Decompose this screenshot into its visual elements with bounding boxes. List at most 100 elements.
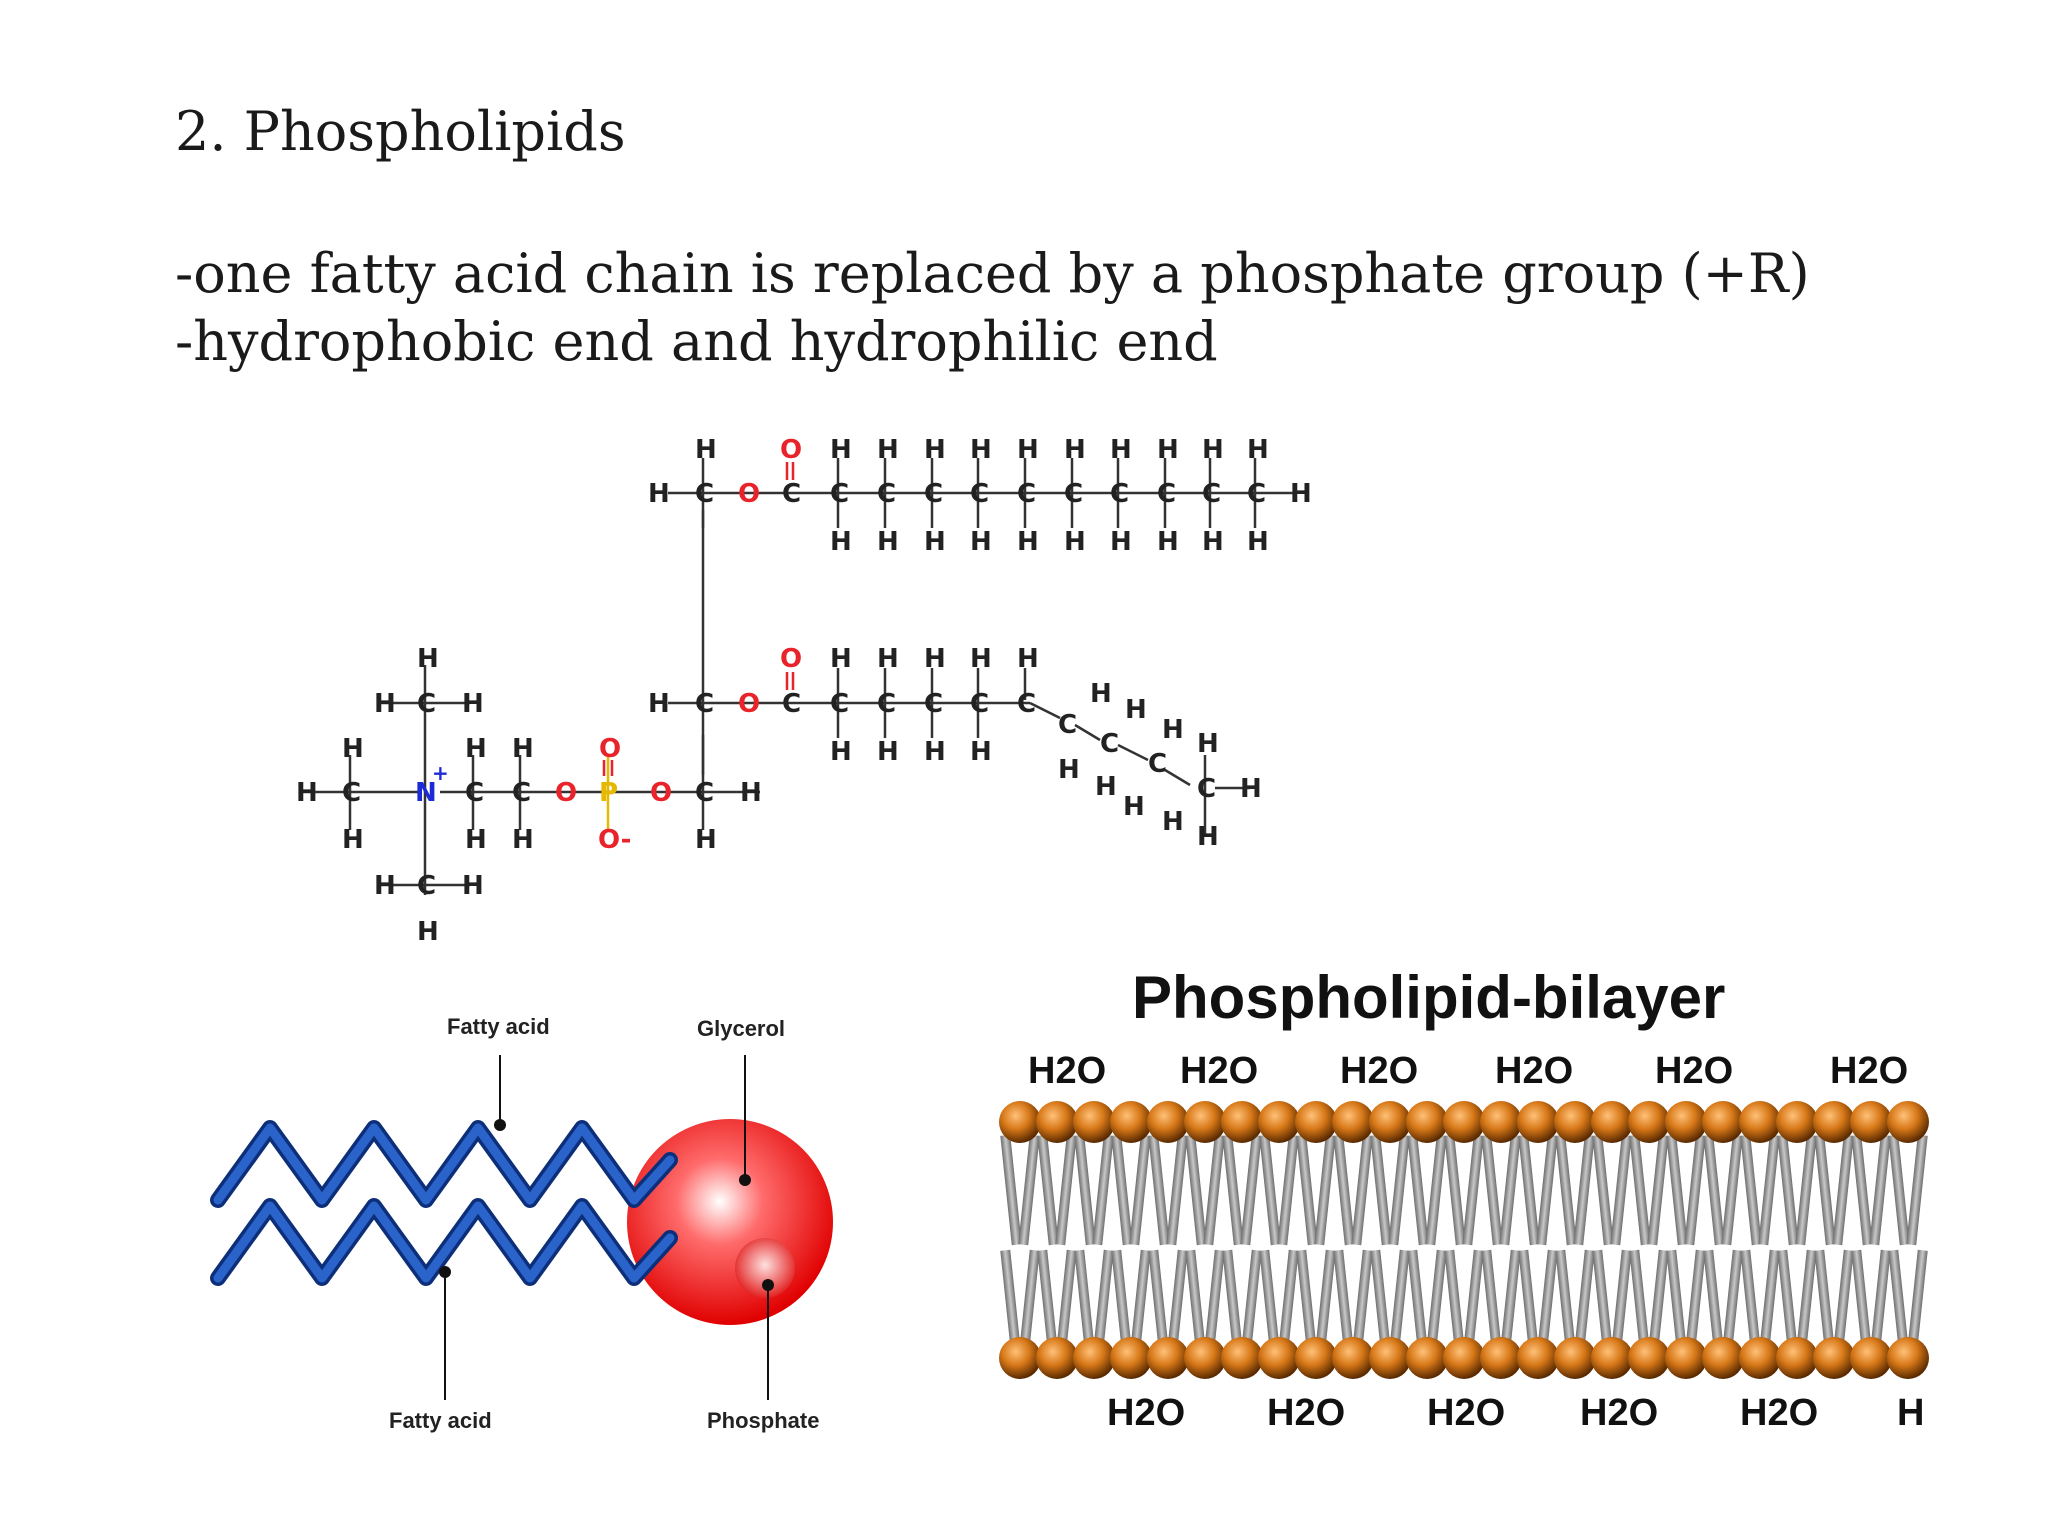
lipid-tail — [1407, 1134, 1429, 1246]
lipid-tail — [1851, 1249, 1873, 1361]
formula-atoms: H O H H H H H H H H H H H C O C C C C C … — [296, 435, 1312, 947]
lipid-head — [1591, 1337, 1633, 1379]
lipid-tail — [1795, 1249, 1817, 1361]
lipid-tail — [1166, 1134, 1188, 1246]
svg-text:H: H — [462, 871, 484, 901]
water-label: H2O — [1580, 1392, 1658, 1434]
lipid-head — [1036, 1337, 1078, 1379]
svg-text:H: H — [830, 527, 852, 557]
svg-text:H: H — [648, 689, 670, 719]
lipid-tail — [1666, 1249, 1688, 1361]
lipid-head — [1110, 1337, 1152, 1379]
lipid-head — [1110, 1101, 1152, 1143]
svg-text:H: H — [830, 737, 852, 767]
water-label: H2O — [1495, 1050, 1573, 1092]
svg-text:H: H — [1017, 527, 1039, 557]
lipid-tail — [1000, 1249, 1022, 1361]
lipid-head — [1406, 1101, 1448, 1143]
svg-text:H: H — [1125, 695, 1147, 725]
svg-text:C: C — [1064, 479, 1083, 509]
svg-text:H: H — [417, 917, 439, 947]
water-label: H2O — [1267, 1392, 1345, 1434]
svg-text:H: H — [462, 689, 484, 719]
lipid-tail — [1888, 1134, 1910, 1246]
lipid-tail — [1314, 1249, 1336, 1361]
lipid-head — [1369, 1101, 1411, 1143]
lipid-tail — [1000, 1134, 1022, 1246]
lipid-tail — [1647, 1249, 1669, 1361]
svg-text:H: H — [512, 825, 534, 855]
lipid-tail — [1111, 1249, 1133, 1361]
svg-text:C: C — [970, 689, 989, 719]
lipid-tail — [1037, 1249, 1059, 1361]
bilayer-tails — [1000, 1134, 1928, 1361]
leader-dot — [439, 1266, 451, 1278]
lipid-tail — [1721, 1134, 1743, 1246]
svg-text:C: C — [924, 479, 943, 509]
lipid-tail — [1499, 1134, 1521, 1246]
lipid-tail — [1518, 1249, 1540, 1361]
svg-text:H: H — [1064, 527, 1086, 557]
svg-text:C: C — [1247, 479, 1266, 509]
water-label: H2O — [1028, 1050, 1106, 1092]
lipid-tail — [1259, 1134, 1281, 1246]
lipid-head — [1295, 1101, 1337, 1143]
lipid-tail — [1148, 1134, 1170, 1246]
svg-text:H: H — [924, 644, 946, 674]
label-glycerol: Glycerol — [697, 1016, 785, 1041]
svg-text:H: H — [1162, 807, 1184, 837]
leader-dot — [739, 1174, 751, 1186]
svg-text:O: O — [780, 644, 802, 674]
lipid-tail — [1055, 1249, 1077, 1361]
svg-text:H: H — [1202, 527, 1224, 557]
lipid-head — [999, 1337, 1041, 1379]
label-fatty-acid-bottom: Fatty acid — [389, 1408, 492, 1433]
svg-text:H: H — [1123, 792, 1145, 822]
lipid-head — [1702, 1101, 1744, 1143]
lipid-tail — [1166, 1249, 1188, 1361]
lipid-tail — [1037, 1134, 1059, 1246]
lipid-head — [1776, 1101, 1818, 1143]
svg-text:H: H — [877, 435, 899, 465]
svg-text:C: C — [342, 778, 361, 808]
lipid-tail — [1444, 1134, 1466, 1246]
svg-text:H: H — [970, 435, 992, 465]
lipid-tail — [1129, 1134, 1151, 1246]
svg-text:H: H — [924, 527, 946, 557]
lipid-tail — [1555, 1249, 1577, 1361]
lipid-tail — [1832, 1249, 1854, 1361]
svg-text:H: H — [970, 527, 992, 557]
svg-text:H: H — [695, 825, 717, 855]
svg-text:C: C — [695, 689, 714, 719]
slide-title: 2. Phospholipids — [175, 100, 626, 163]
lipid-tail — [1851, 1134, 1873, 1246]
svg-text:H: H — [1090, 679, 1112, 709]
lipid-head — [999, 1101, 1041, 1143]
lipid-tail — [1074, 1249, 1096, 1361]
lipid-tail — [1814, 1134, 1836, 1246]
svg-text:O: O — [650, 778, 672, 808]
water-label: H2O — [1740, 1392, 1818, 1434]
svg-text:H: H — [830, 644, 852, 674]
lipid-head — [1665, 1337, 1707, 1379]
lipid-tail — [1481, 1249, 1503, 1361]
lipid-head — [1480, 1337, 1522, 1379]
bullet-item: -hydrophobic end and hydrophilic end — [175, 310, 1218, 373]
lipid-tail — [1203, 1249, 1225, 1361]
bullet-item: -one fatty acid chain is replaced by a p… — [175, 242, 1810, 305]
fatty-acid-tails — [213, 1123, 675, 1283]
lipid-tail — [1573, 1249, 1595, 1361]
lipid-tail — [1277, 1249, 1299, 1361]
lipid-head — [1554, 1337, 1596, 1379]
svg-text:C: C — [1157, 479, 1176, 509]
lipid-tail — [1240, 1249, 1262, 1361]
water-label: H2O — [1180, 1050, 1258, 1092]
lipid-tail — [1740, 1134, 1762, 1246]
lipid-tail — [1018, 1134, 1040, 1246]
lipid-tail — [1703, 1249, 1725, 1361]
svg-text:H: H — [1197, 822, 1219, 852]
water-label: H2O — [1107, 1392, 1185, 1434]
svg-text:H: H — [1247, 527, 1269, 557]
lipid-tail — [1518, 1134, 1540, 1246]
